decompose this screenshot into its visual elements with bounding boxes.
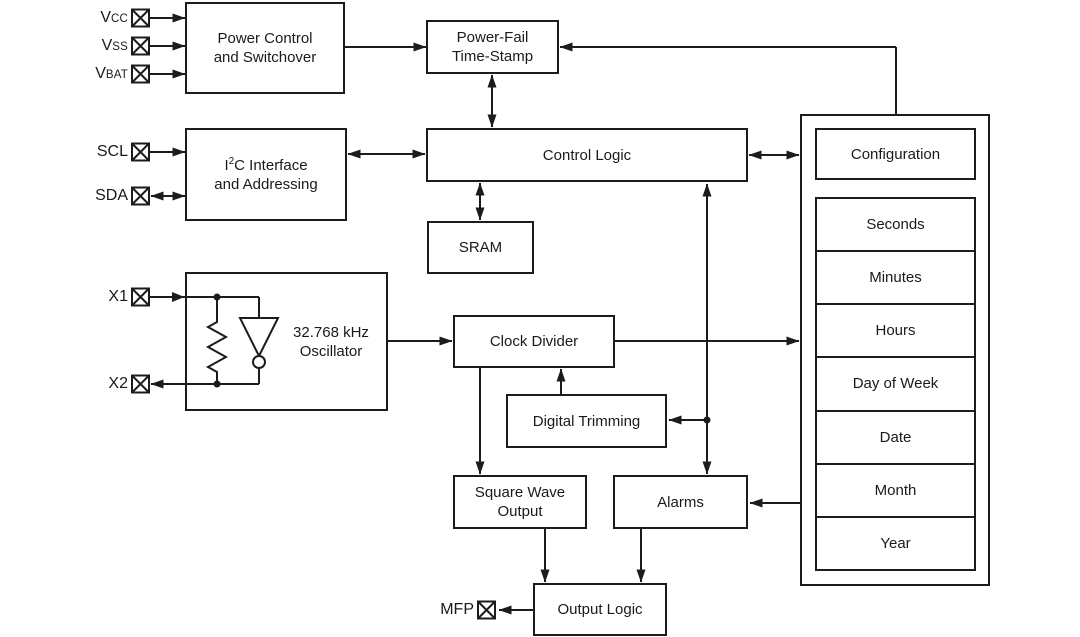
timekeeping-register-stack: Seconds Minutes Hours Day of Week Date M… [815,197,976,571]
pin-label-vss: VSS [40,37,128,56]
block-label: Alarms [657,493,704,511]
resistor-symbol [205,297,229,384]
pin-subscript: BAT [105,69,128,81]
pin-text: V [95,65,106,82]
x1-arrowhead [172,292,185,302]
block-digital-trimming: Digital Trimming [506,394,667,448]
pin-subscript: SS [112,41,128,53]
block-alarms: Alarms [613,475,748,529]
register-row: Date [817,409,974,463]
i2c-superscript: 2 [228,155,235,167]
junction-dot [213,293,221,301]
pin-label-vcc: VCC [40,9,128,28]
pin-label-vbat: VBAT [40,65,128,84]
block-power-fail-time-stamp: Power-Fail Time-Stamp [426,20,559,74]
block-label: I2C Interface [224,156,307,175]
sda-pin-icon [131,186,150,206]
junction-dot [703,416,711,424]
block-label: Digital Trimming [532,412,641,430]
register-label: Hours [875,322,916,340]
connector-arrows [149,13,897,615]
pin-label-x2: X2 [40,375,128,393]
vbat-pin-icon [131,64,150,84]
block-label: Output [497,503,543,520]
block-label: and Switchover [213,49,317,66]
block-control-logic: Control Logic [426,128,748,182]
mfp-pin-icon [477,600,496,620]
vcc-pin-icon [131,8,150,28]
pin-subscript: CC [110,13,128,25]
block-label: Clock Divider [489,333,579,350]
block-label: Control Logic [542,146,632,164]
register-row: Day of Week [817,356,974,410]
register-label: Year [880,534,911,552]
scl-pin-icon [131,142,150,162]
block-clock-divider: Clock Divider [453,315,615,368]
i2c-pre: I [224,156,229,174]
block-sram: SRAM [427,221,534,274]
pin-symbols [131,8,496,620]
pin-text: SDA [95,187,128,204]
vss-pin-icon [131,36,150,56]
block-label: Oscillator [299,343,363,360]
junction-dot [213,380,221,388]
block-label: SRAM [458,239,503,256]
register-label: Seconds [866,216,925,234]
block-power-control: Power Control and Switchover [185,2,345,94]
pin-label-x1: X1 [40,288,128,306]
pin-text: SCL [96,143,128,160]
register-row: Month [817,462,974,516]
pin-text: X1 [108,288,128,305]
register-row: Hours [817,303,974,357]
i2c-post: C Interface [234,156,308,174]
block-label: Output Logic [557,601,643,618]
x1-pin-icon [131,287,150,307]
inverter-symbol [238,317,280,359]
pin-text: V [100,9,111,26]
block-label: 32.768 kHz [293,324,369,341]
block-label: Power-Fail [456,29,529,46]
x2-pin-icon [131,374,150,394]
block-label: Time-Stamp [451,48,534,65]
oscillator-label: 32.768 kHz Oscillator [272,322,390,362]
block-oscillator [185,272,388,411]
register-label: Configuration [850,145,941,163]
block-output-logic: Output Logic [533,583,667,636]
block-square-wave-output: Square Wave Output [453,475,587,529]
register-label: Month [874,481,917,499]
pin-text: V [101,37,113,54]
register-label: Day of Week [852,375,939,393]
register-label: Minutes [869,269,922,287]
register-label: Date [879,428,912,446]
register-row: Minutes [817,250,974,304]
register-configuration: Configuration [815,128,976,180]
pin-label-scl: SCL [40,143,128,161]
block-label: and Addressing [214,175,318,193]
block-label: Power Control [217,30,313,47]
pin-label-mfp: MFP [400,601,474,619]
block-label: Square Wave [474,484,566,501]
pin-text: MFP [440,601,474,618]
oscillator-circuit [149,292,280,389]
pin-label-sda: SDA [40,187,128,205]
pin-text: X2 [108,375,128,392]
register-row: Seconds [817,199,974,251]
register-row: Year [817,515,974,569]
block-i2c-interface: I2C Interface and Addressing [185,128,347,221]
